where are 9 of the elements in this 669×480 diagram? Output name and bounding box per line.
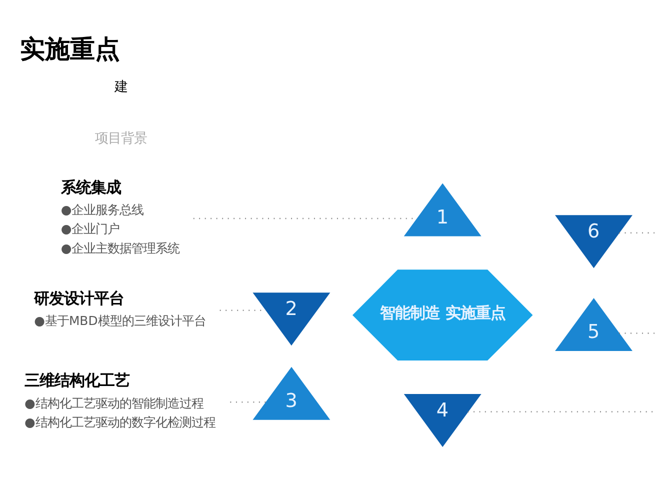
connector: [619, 232, 656, 233]
node-text: 系统集成 ●企业服务总线 ●企业门户 ●企业主数据管理系统: [60, 178, 180, 255]
connector: [619, 332, 656, 334]
label: 项目背景: [95, 131, 148, 146]
node-text: 研发设计平台 ●基于MBD模型的三维设计平台: [34, 288, 206, 328]
diagram-title: 实施重点: [20, 34, 120, 64]
node-text: 三维结构化工艺 ●结构化工艺驱动的智能制造过程 ●结构化工艺驱动的数字化检测过程: [24, 371, 216, 429]
connector: [230, 401, 266, 402]
label: 建: [114, 79, 128, 94]
